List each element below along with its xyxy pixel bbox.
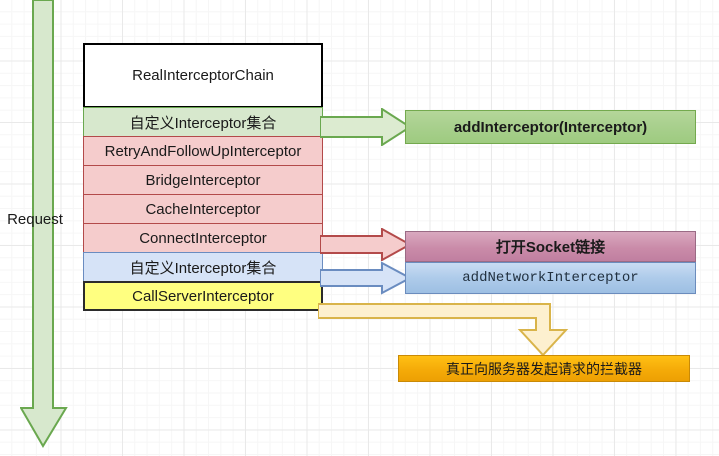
row-custom-interceptors-app[interactable]: 自定义Interceptor集合 bbox=[83, 107, 323, 137]
callout-real-request[interactable]: 真正向服务器发起请求的拦截器 bbox=[398, 355, 690, 382]
chain-title: RealInterceptorChain bbox=[83, 43, 323, 108]
row-custom-interceptors-network[interactable]: 自定义Interceptor集合 bbox=[83, 252, 323, 282]
request-label: Request bbox=[7, 211, 63, 228]
arrow-to-add-network-interceptor bbox=[319, 261, 413, 295]
request-down-arrow bbox=[19, 0, 68, 450]
row-connect-interceptor[interactable]: ConnectInterceptor bbox=[83, 223, 323, 253]
row-cache-interceptor[interactable]: CacheInterceptor bbox=[83, 194, 323, 224]
real-interceptor-chain-stack: RealInterceptorChain 自定义Interceptor集合 Re… bbox=[83, 43, 323, 311]
arrow-to-real-request bbox=[317, 302, 578, 358]
arrow-to-add-interceptor bbox=[319, 107, 412, 147]
row-retry-and-follow-up-interceptor[interactable]: RetryAndFollowUpInterceptor bbox=[83, 136, 323, 166]
callout-add-network-interceptor[interactable]: addNetworkInterceptor bbox=[405, 262, 696, 294]
row-call-server-interceptor[interactable]: CallServerInterceptor bbox=[83, 281, 323, 311]
callout-add-interceptor[interactable]: addInterceptor(Interceptor) bbox=[405, 110, 696, 144]
arrow-to-open-socket bbox=[319, 227, 413, 262]
row-bridge-interceptor[interactable]: BridgeInterceptor bbox=[83, 165, 323, 195]
callout-open-socket[interactable]: 打开Socket链接 bbox=[405, 231, 696, 262]
